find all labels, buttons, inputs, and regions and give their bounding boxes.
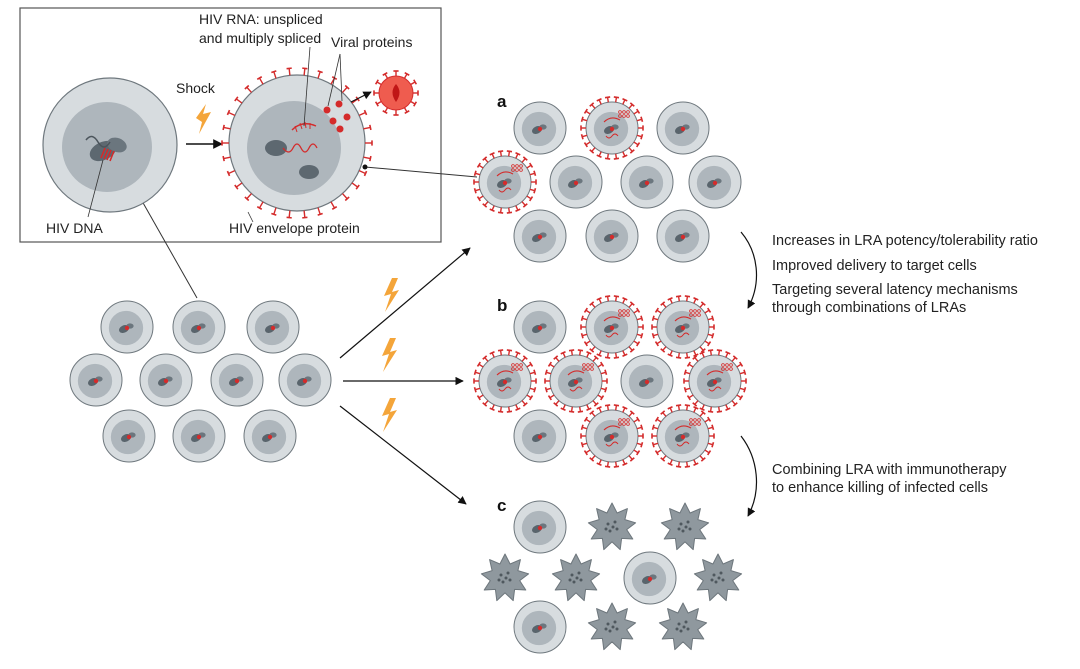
latent-cell [620, 354, 674, 408]
latent-cell [278, 353, 332, 407]
latent-cell [210, 353, 264, 407]
activated-cell [683, 349, 747, 413]
lightning-bolt-icon [382, 398, 397, 432]
activated-cell [580, 404, 644, 468]
shock-label: Shock [176, 80, 216, 96]
viral-proteins-label: Viral proteins [331, 34, 412, 50]
activated-cell [651, 404, 715, 468]
latent-cell [172, 300, 226, 354]
panel-c-label: c [497, 496, 506, 515]
hiv-dna-label: HIV DNA [46, 220, 103, 236]
apoptotic-cell-icon [587, 602, 637, 651]
protein-leader [339, 53, 343, 102]
latent-cell [585, 209, 639, 263]
connector-line-active [364, 166, 478, 178]
envelope-label: HIV envelope protein [229, 220, 360, 236]
latent-cell [102, 409, 156, 463]
chromatin-icon [85, 135, 127, 162]
connector-dot [362, 164, 368, 170]
arrow-to-a [339, 247, 471, 359]
latent-cell [69, 353, 123, 407]
shock-bolts [382, 278, 399, 432]
inset-activated-cell [228, 74, 366, 212]
apoptotic-cell-icon [658, 602, 708, 651]
note-ab-line3: Targeting several latency mechanisms [772, 282, 1018, 298]
activated-cell [651, 295, 715, 359]
latent-cell [172, 409, 226, 463]
apoptotic-cell-icon [660, 502, 710, 551]
curved-arrow-a-b [740, 231, 758, 309]
activated-cell [473, 150, 537, 214]
activated-cell [544, 349, 608, 413]
panel-b-label: b [497, 296, 507, 315]
latent-cell [139, 353, 193, 407]
arrow-to-c [339, 405, 467, 505]
inset-envelope-spikes [221, 67, 373, 219]
virion-icon [373, 70, 419, 116]
note-ab-line1: Increases in LRA potency/tolerability ra… [772, 233, 1038, 249]
activated-cell [580, 295, 644, 359]
inset-latent-cell [42, 77, 178, 213]
activated-cell [580, 96, 644, 160]
dna-leader [87, 159, 104, 218]
panel-a-label: a [497, 92, 507, 111]
note-ab-line4: through combinations of LRAs [772, 300, 966, 316]
envelope-leader [247, 211, 254, 223]
curved-arrow-b-c [740, 435, 758, 517]
connector-line-latent [141, 200, 198, 299]
latent-cell [623, 551, 677, 605]
rna-label-line1: HIV RNA: unspliced [199, 11, 323, 27]
apoptotic-cell-icon [551, 553, 601, 602]
latent-cell [549, 155, 603, 209]
latent-cell [513, 300, 567, 354]
latent-cell [688, 155, 742, 209]
latent-cell [246, 300, 300, 354]
lightning-bolt-icon [382, 338, 397, 372]
latent-cell [243, 409, 297, 463]
virion-arrow [350, 91, 372, 103]
note-bc-line1: Combining LRA with immunotherapy [772, 462, 1007, 478]
apoptotic-cell-icon [480, 553, 530, 602]
cell-groups [69, 96, 747, 654]
lightning-bolt-icon [196, 104, 211, 134]
latent-cell [620, 155, 674, 209]
activated-cell [473, 349, 537, 413]
apoptotic-cell-icon [587, 502, 637, 551]
latent-cell [513, 209, 567, 263]
note-bc-line2: to enhance killing of infected cells [772, 480, 988, 496]
latent-cell [100, 300, 154, 354]
lightning-bolt-icon [384, 278, 399, 312]
apoptotic-cell-icon [693, 553, 743, 602]
latent-cell [513, 600, 567, 654]
rna-label-line2: and multiply spliced [199, 30, 321, 46]
latent-cell [656, 101, 710, 155]
latent-cell [656, 209, 710, 263]
rna-leader [303, 46, 311, 127]
latent-cell [513, 101, 567, 155]
latent-cell [513, 500, 567, 554]
latent-cell [513, 409, 567, 463]
protein-leader [327, 53, 341, 107]
note-ab-line2: Improved delivery to target cells [772, 258, 977, 274]
